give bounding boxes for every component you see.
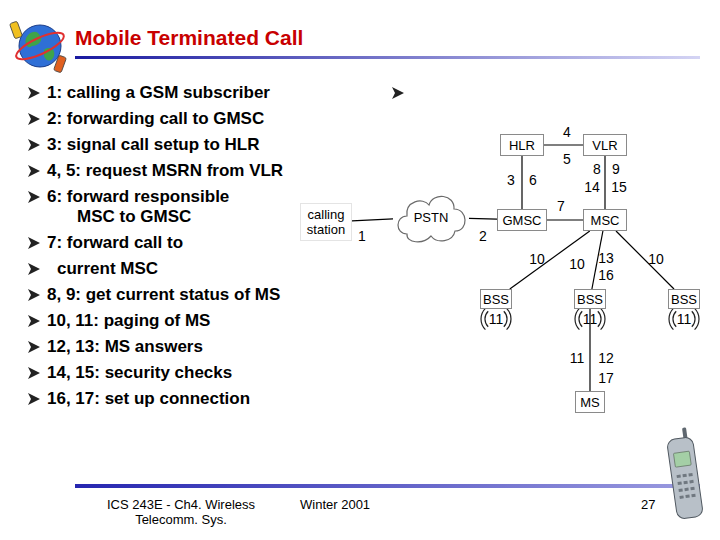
step-number: 2 <box>479 229 487 243</box>
step-number: 4 <box>563 125 571 139</box>
hlr-box: HLR <box>500 134 544 156</box>
connector-line <box>604 156 605 209</box>
slide-title: Mobile Terminated Call <box>75 26 303 50</box>
step-number: 9 <box>612 162 620 176</box>
bullet-text: 6: forward responsible MSC to GMSC <box>47 187 271 227</box>
bullet-arrow <box>28 341 40 353</box>
node-text: VLR <box>592 138 617 153</box>
footer-text: Winter 2001 <box>300 497 370 512</box>
step-number: 17 <box>598 371 614 385</box>
bss-box: BSS <box>574 289 606 309</box>
connector-line <box>616 231 674 289</box>
pstn-cloud: PSTN <box>393 188 469 246</box>
bullet-text: 12, 13: MS answers <box>47 337 203 357</box>
gmsc-box: GMSC <box>497 209 547 231</box>
radio-wave <box>481 308 511 329</box>
bullet-text: 16, 17: set up connection <box>47 389 250 409</box>
step-number: 5 <box>563 152 571 166</box>
step-number: 6 <box>529 173 537 187</box>
connector-line <box>547 219 583 220</box>
node-text: MSC <box>591 213 620 228</box>
bullet-arrow <box>28 113 40 125</box>
step-number: 11 <box>489 312 504 326</box>
bullet-arrow <box>28 191 40 203</box>
step-number: 10 <box>529 252 545 266</box>
calling-station: calling station <box>300 203 352 241</box>
bullet-text: 7: forward call to <box>47 233 183 253</box>
node-text: BSS <box>671 292 697 307</box>
bullet-arrow <box>28 263 40 275</box>
connector-line <box>521 156 522 209</box>
title-rule <box>75 56 700 59</box>
step-number: 11 <box>570 351 585 365</box>
node-text: PSTN <box>414 210 449 225</box>
globe-logo <box>10 21 67 73</box>
footer-text: 27 <box>641 497 655 512</box>
step-number: 1 <box>358 229 366 243</box>
bullet-text: 2: forwarding call to GMSC <box>47 109 264 129</box>
node-text: MS <box>580 395 600 410</box>
connector-line <box>510 231 590 289</box>
ms-box: MS <box>575 391 605 413</box>
msc-box: MSC <box>583 209 627 231</box>
vlr-box: VLR <box>583 134 627 156</box>
node-text: BSS <box>483 292 509 307</box>
bullet-text: 10, 11: paging of MS <box>47 311 210 331</box>
step-number: 15 <box>611 180 627 194</box>
connector-line <box>352 219 393 221</box>
bullet-arrow <box>28 289 40 301</box>
step-number: 7 <box>557 199 565 213</box>
step-number: 10 <box>648 252 664 266</box>
bullet-text: 14, 15: security checks <box>47 363 232 383</box>
node-text: GMSC <box>503 213 542 228</box>
bullet-text: 8, 9: get current status of MS <box>47 285 280 305</box>
bullet-arrow <box>28 165 40 177</box>
bullet-arrow <box>28 87 40 99</box>
bullet-arrow <box>28 367 40 379</box>
step-number: 12 <box>598 351 614 365</box>
bss-box: BSS <box>480 289 512 309</box>
connector-line <box>469 218 497 220</box>
bullet-arrow <box>392 87 404 99</box>
cloud-shape <box>398 196 465 241</box>
step-number: 8 <box>593 162 601 176</box>
step-number: 3 <box>507 173 515 187</box>
node-text: HLR <box>509 138 535 153</box>
bullet-arrow <box>28 139 40 151</box>
step-number: 14 <box>584 180 600 194</box>
bullet-arrow <box>28 315 40 327</box>
bullet-arrow <box>28 393 40 405</box>
bss-box: BSS <box>668 289 700 309</box>
node-text: calling station <box>301 207 351 237</box>
bullet-arrow <box>28 237 40 249</box>
connector-line <box>544 144 583 145</box>
step-number: 11 <box>677 312 692 326</box>
bullet-text: 1: calling a GSM subscriber <box>47 83 270 103</box>
step-number: 16 <box>598 268 614 282</box>
step-number: 10 <box>569 257 585 271</box>
radio-wave <box>669 308 699 329</box>
footer-rule <box>75 484 700 488</box>
step-number: 11 <box>583 312 598 326</box>
bullet-text: current MSC <box>57 259 158 279</box>
bullet-text: 3: signal call setup to HLR <box>47 135 260 155</box>
bullet-text: 4, 5: request MSRN from VLR <box>47 161 283 181</box>
step-number: 13 <box>598 251 614 265</box>
mobile-phone-illustration <box>665 427 703 520</box>
bullet-arrows <box>28 87 404 405</box>
footer-text: ICS 243E - Ch4. Wireless Telecomm. Sys. <box>95 497 267 527</box>
node-text: BSS <box>577 292 603 307</box>
